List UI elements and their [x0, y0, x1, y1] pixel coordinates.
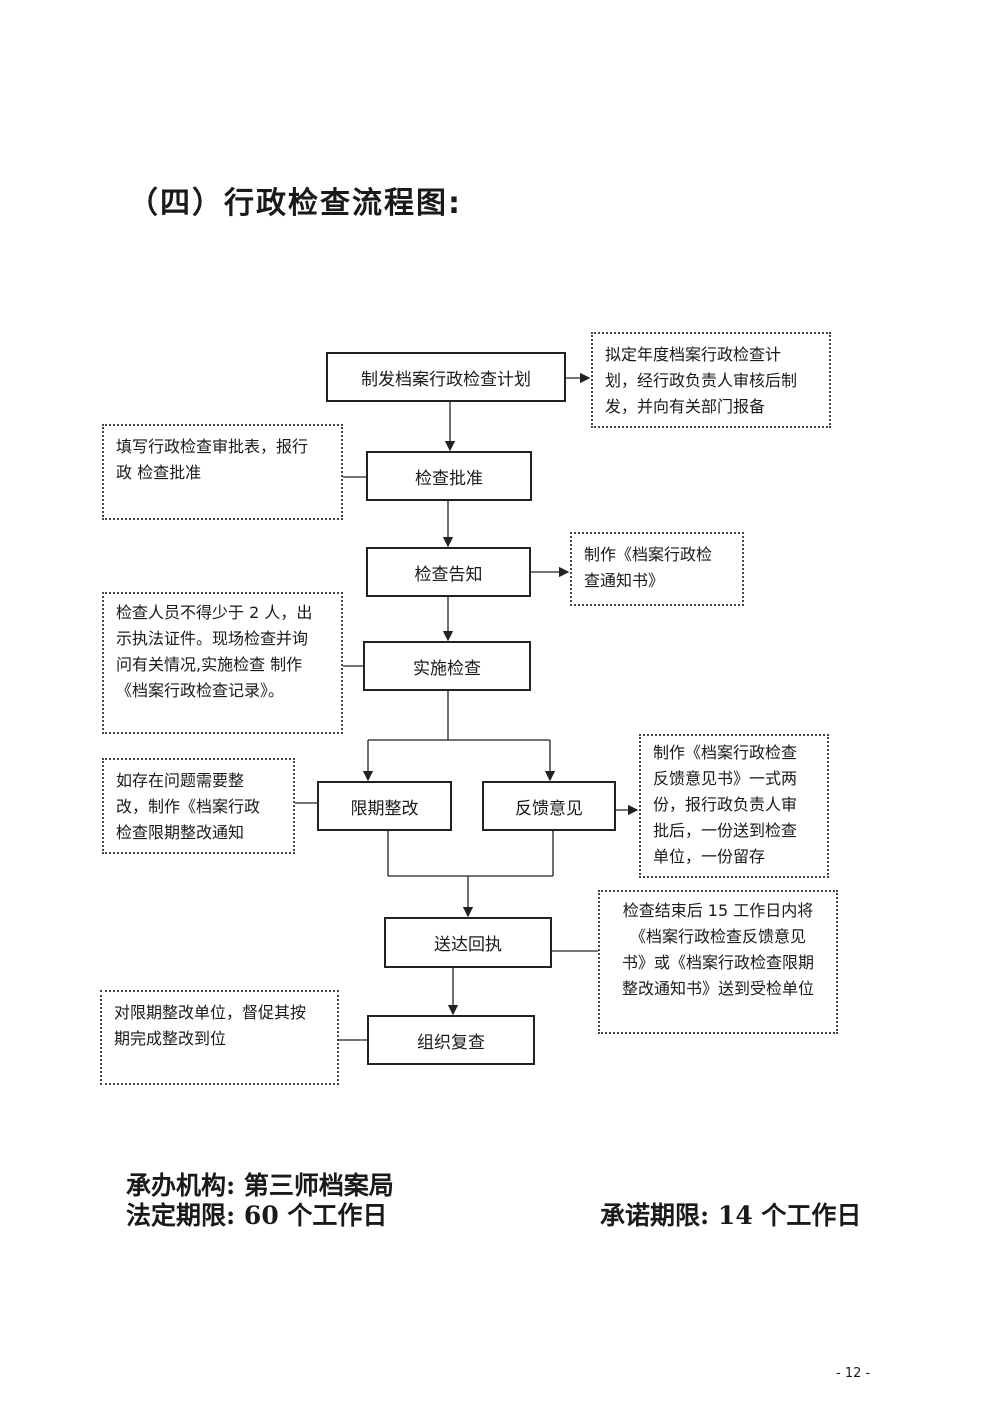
note-notify: 制作《档案行政检 查通知书》 [570, 532, 744, 606]
step-rectify: 限期整改 [317, 781, 452, 831]
page-title: （四）行政检查流程图: [128, 186, 462, 221]
note-rectify: 如存在问题需要整 改，制作《档案行政 检查限期整改通知 [102, 758, 295, 854]
note-implement: 检查人员不得少于 2 人，出 示执法证件。现场检查并询 问有关情况,实施检查 制… [102, 592, 343, 734]
note-recheck: 对限期整改单位，督促其按 期完成整改到位 [100, 990, 339, 1085]
step-notify: 检查告知 [366, 547, 531, 597]
footer-legal-period: 法定期限: 60 个工作日 [126, 1201, 388, 1230]
step-deliver: 送达回执 [384, 917, 552, 968]
step-implement: 实施检查 [363, 641, 531, 691]
footer-agency: 承办机构: 第三师档案局 [126, 1171, 394, 1200]
note-plan: 拟定年度档案行政检查计 划，经行政负责人审核后制 发，并向有关部门报备 [591, 332, 831, 428]
note-approve: 填写行政检查审批表，报行 政 检查批准 [102, 424, 343, 520]
step-feedback: 反馈意见 [482, 781, 616, 831]
footer-promised-period: 承诺期限: 14 个工作日 [600, 1201, 862, 1230]
step-recheck: 组织复查 [367, 1015, 535, 1065]
step-approve: 检查批准 [366, 451, 532, 501]
note-deliver: 检查结束后 15 工作日内将 《档案行政检查反馈意见 书》或《档案行政检查限期 … [598, 890, 838, 1034]
note-feedback: 制作《档案行政检查 反馈意见书》一式两 份，报行政负责人审 批后，一份送到检查 … [639, 734, 829, 878]
page-number: - 12 - [836, 1366, 871, 1381]
step-plan: 制发档案行政检查计划 [326, 352, 566, 402]
